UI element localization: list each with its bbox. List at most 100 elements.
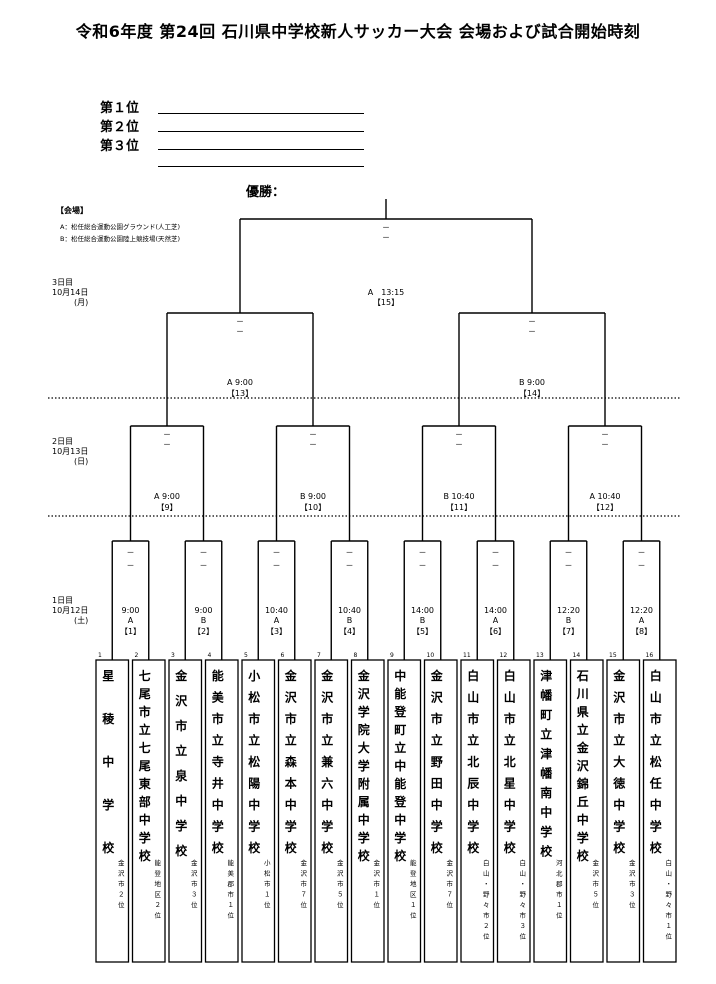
champion-label: 優勝：	[246, 185, 286, 200]
venue-heading: 【会場】	[56, 206, 88, 215]
team-name-char: 附	[358, 776, 370, 791]
team-name-char: 稜	[102, 711, 115, 726]
team-region-char: 市	[374, 879, 381, 888]
team-name-char: 尾	[139, 687, 151, 701]
team-region-char: １	[556, 901, 563, 909]
team-name-char: 金	[612, 668, 626, 683]
team-region-char: 沢	[374, 869, 381, 878]
team-name-char: 兼	[320, 754, 334, 769]
team-name-char: 立	[431, 733, 443, 748]
team-region-char: 々	[666, 901, 673, 909]
team-region-char: 沢	[191, 869, 198, 878]
day2-sub: 10月13日	[52, 447, 89, 456]
match-number: 【2】	[193, 627, 214, 636]
team-name-char: 寺	[212, 754, 224, 769]
day3-date: 3日目	[52, 278, 74, 287]
team-region-char: 々	[520, 901, 527, 909]
r1-score: －	[419, 561, 427, 570]
team-seed: 6	[281, 652, 285, 659]
venue-a: A：松任総合運動公園グラウンド(人工芝)	[60, 223, 181, 231]
team-region-char: 白	[483, 858, 490, 867]
team-name-char: 校	[650, 840, 663, 855]
team-region-char: 山	[520, 869, 527, 878]
rank-2-line	[158, 131, 364, 132]
team-region-char: 能	[410, 858, 417, 867]
team-name-char: 中	[504, 797, 516, 812]
team-name-char: 校	[431, 840, 444, 855]
team-name-char: 学	[248, 819, 260, 834]
team-name-char: 南	[540, 785, 552, 800]
r2-score: －	[309, 430, 317, 439]
team-region-char: １	[374, 891, 381, 899]
team-name-char: 校	[102, 840, 115, 855]
team-region-char: 沢	[301, 869, 308, 878]
final-score: －	[382, 233, 390, 242]
day2-date: 2日目	[52, 437, 74, 446]
team-region-char: 金	[629, 858, 636, 867]
match-time: 14:00	[411, 606, 434, 615]
team-name-char: 金	[174, 668, 188, 683]
r2-score: －	[309, 440, 317, 449]
r2-score: －	[601, 430, 609, 439]
team-name-char: 松	[248, 690, 260, 705]
team-region-char: 位	[374, 900, 381, 909]
team-name-char: 中	[540, 805, 552, 820]
team-region-char: 沢	[593, 869, 600, 878]
team-name-char: 学	[321, 819, 333, 834]
team-name-char: 中	[394, 812, 406, 827]
team-name-char: 辰	[467, 777, 479, 791]
match-number: 【5】	[412, 627, 433, 636]
team-name-char: 徳	[612, 776, 625, 791]
team-region-char: 沢	[118, 869, 125, 878]
team-name-char: 学	[139, 830, 151, 845]
team-region-char: 位	[520, 932, 527, 941]
match-number: 【9】	[156, 503, 177, 512]
team-name-char: 学	[540, 824, 552, 839]
team-name-char: 中	[613, 797, 625, 812]
team-region-char: 位	[191, 900, 198, 909]
r1-score: －	[565, 548, 573, 557]
match-time: 12:20	[557, 606, 580, 615]
team-region-char: 市	[191, 879, 198, 888]
team-name-char: 尾	[139, 759, 151, 773]
team-region-char: 地	[410, 879, 417, 888]
team-seed: 14	[573, 652, 581, 659]
match-time: 12:20	[630, 606, 653, 615]
team-name-char: 学	[504, 819, 516, 834]
team-name-char: 学	[613, 819, 625, 834]
team-name-char: 能	[394, 776, 406, 791]
team-region-char: 位	[483, 932, 490, 941]
match-time: 14:00	[484, 606, 507, 615]
team-region-char: 位	[264, 900, 271, 909]
team-name-char: 立	[504, 733, 516, 748]
team-region-char: 位	[337, 900, 344, 909]
team-region-char: ７	[447, 891, 454, 899]
team-region-char: 位	[155, 911, 162, 920]
match-venue: B	[201, 616, 207, 625]
team-name-char: 校	[613, 840, 626, 855]
team-region-char: 金	[301, 858, 308, 867]
r1-score: －	[346, 561, 354, 570]
match-label: A 9:00	[154, 492, 180, 501]
team-name-char: 県	[577, 705, 589, 719]
team-seed: 12	[500, 652, 508, 659]
team-name-char: 丘	[577, 794, 589, 809]
match-number: 【10】	[300, 503, 326, 512]
team-region-char: 登	[410, 869, 417, 878]
team-name-char: 町	[394, 723, 406, 737]
team-region-char: １	[264, 891, 271, 899]
team-name-char: 校	[540, 844, 553, 859]
team-name-char: 中	[577, 812, 589, 827]
r1-score: －	[638, 548, 646, 557]
team-name-char: 学	[394, 830, 406, 845]
team-name-char: 立	[613, 733, 625, 748]
team-name-char: 市	[139, 704, 151, 719]
